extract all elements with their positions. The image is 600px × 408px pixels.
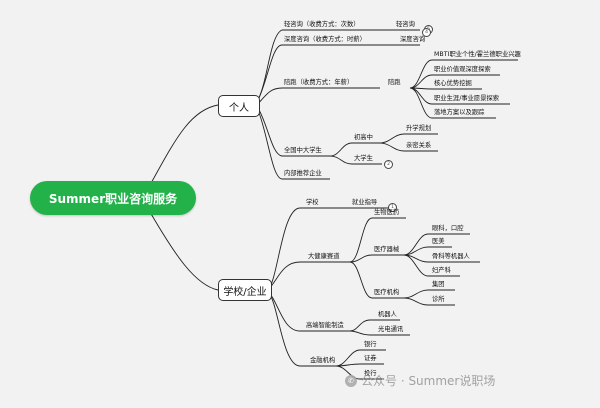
node-manufacturing[interactable]: 高端智能制造 xyxy=(306,322,344,329)
node-path-item[interactable]: MBTI职业个性/霍兰德职业兴趣 xyxy=(434,51,521,58)
badge-college: 2 xyxy=(384,160,393,169)
badge-employment: 1 xyxy=(388,203,397,212)
node-light-tag[interactable]: 轻咨询 xyxy=(396,21,415,28)
root-node[interactable]: Summer职业咨询服务 xyxy=(30,181,196,215)
node-institution-item[interactable]: 集团 xyxy=(432,281,445,288)
node-device-item[interactable]: 眼科，口腔 xyxy=(432,225,464,232)
node-finance-item[interactable]: 证券 xyxy=(364,355,377,362)
node-finance-item[interactable]: 投行 xyxy=(364,370,377,377)
node-health[interactable]: 大健康赛道 xyxy=(308,253,340,260)
branch-school[interactable]: 学校/企业 xyxy=(218,279,272,301)
node-students[interactable]: 全国中大学生 xyxy=(284,147,322,154)
branch-personal[interactable]: 个人 xyxy=(218,95,260,117)
node-institution[interactable]: 医疗机构 xyxy=(374,289,400,296)
line-personal-students xyxy=(257,107,330,157)
node-finance[interactable]: 金融机构 xyxy=(310,357,336,364)
node-institution-item[interactable]: 诊所 xyxy=(432,296,445,303)
line-school-health xyxy=(267,261,350,291)
node-path-tag[interactable]: 陪跑 xyxy=(388,79,401,86)
node-deep-tag[interactable]: 深度咨询 xyxy=(400,36,426,43)
line-root-school xyxy=(149,211,219,291)
node-path-item[interactable]: 核心优势挖掘 xyxy=(434,80,472,87)
node-mfg-item[interactable]: 光电通讯 xyxy=(378,326,404,333)
watermark: ✆ 公众号 · Summer说职场 xyxy=(345,372,495,389)
node-school[interactable]: 学校 xyxy=(306,199,319,206)
node-device-item[interactable]: 妇产科 xyxy=(432,267,451,274)
node-bio[interactable]: 生物医药 xyxy=(374,209,400,216)
line-personal-deep xyxy=(257,44,364,101)
node-mfg-item[interactable]: 机器人 xyxy=(378,311,397,318)
node-finance-item[interactable]: 银行 xyxy=(364,341,377,348)
node-path-item[interactable]: 职业生涯/事业愿景探索 xyxy=(434,95,500,102)
node-employment[interactable]: 就业指导 xyxy=(352,199,378,206)
node-path-item[interactable]: 职业价值观深度探索 xyxy=(434,66,491,73)
node-light-consult[interactable]: 轻咨询（收费方式：次数） xyxy=(284,21,360,28)
watermark-text: 公众号 · Summer说职场 xyxy=(361,374,496,388)
node-path-item[interactable]: 落地方案以及跟踪 xyxy=(434,109,485,116)
node-middle-item[interactable]: 亲密关系 xyxy=(406,142,432,149)
node-device[interactable]: 医疗器械 xyxy=(374,246,400,253)
line-personal-path xyxy=(257,87,380,105)
node-path[interactable]: 陪跑（收费方式：年薪） xyxy=(284,79,354,86)
node-referral[interactable]: 内部推荐企业 xyxy=(284,170,322,177)
node-device-item[interactable]: 医美 xyxy=(432,238,445,245)
node-middle-item[interactable]: 升学规划 xyxy=(406,125,432,132)
node-device-item[interactable]: 骨科等机器人 xyxy=(432,253,470,260)
node-deep-consult[interactable]: 深度咨询（收费方式：时薪） xyxy=(284,36,366,43)
node-middle-school[interactable]: 初高中 xyxy=(354,134,373,141)
wechat-icon: ✆ xyxy=(345,374,357,387)
line-personal-referral xyxy=(257,109,330,180)
node-college[interactable]: 大学生 xyxy=(354,155,373,162)
line-root-personal xyxy=(149,104,219,186)
badge-deep: 4 xyxy=(422,28,431,37)
